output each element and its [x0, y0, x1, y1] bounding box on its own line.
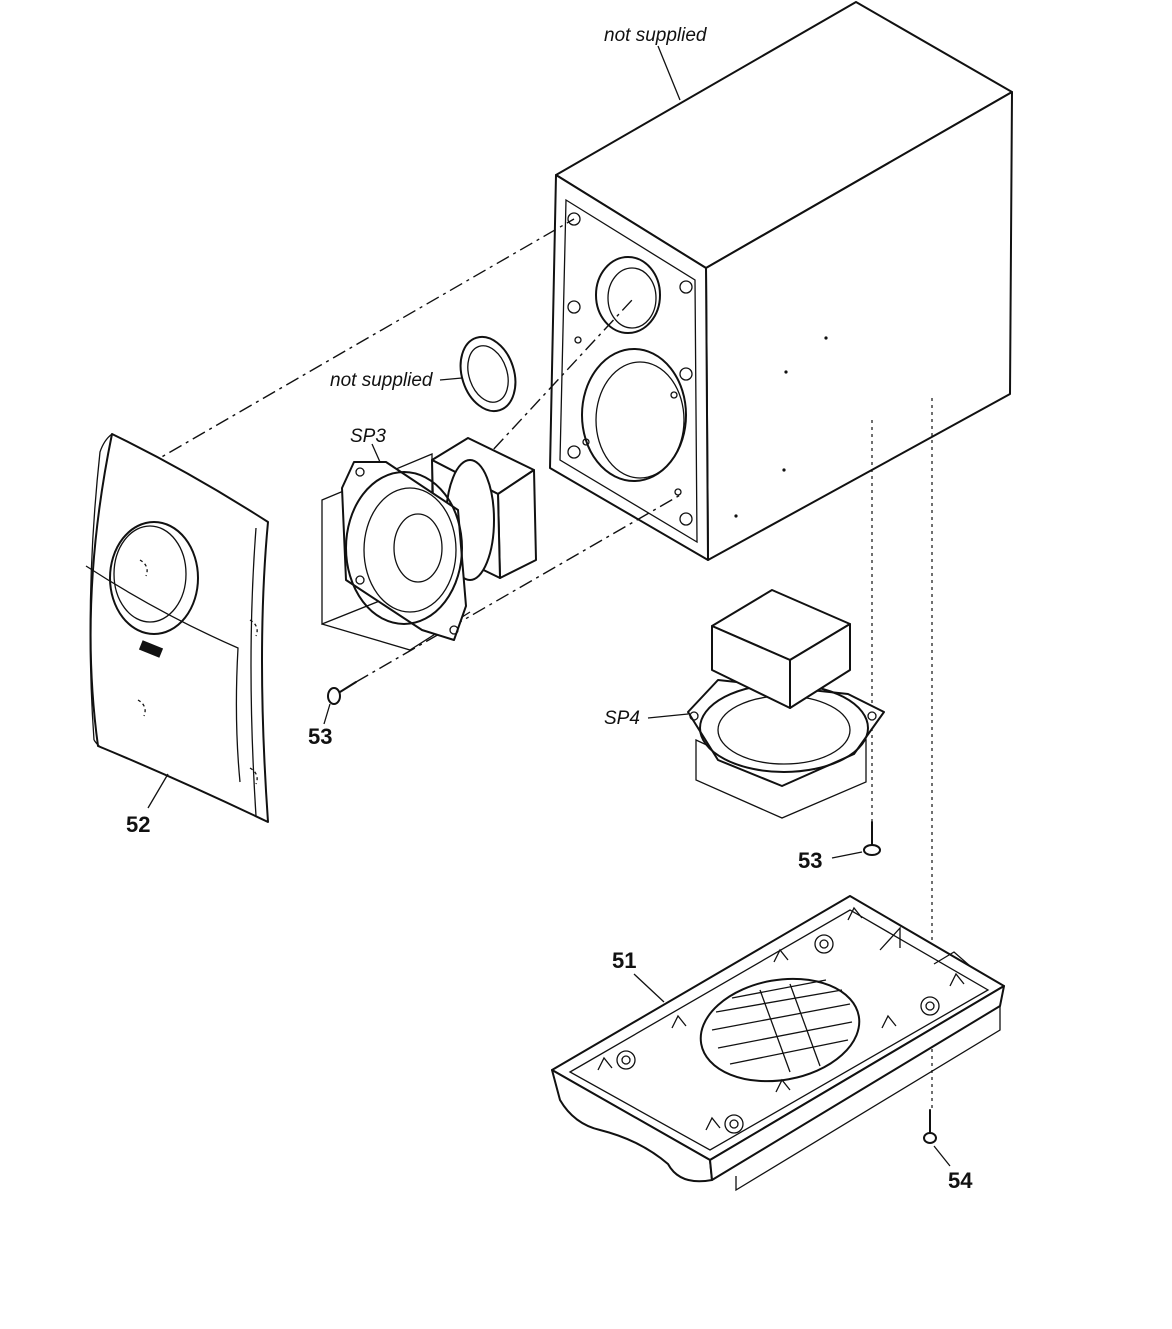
label-52: 52 — [126, 812, 150, 837]
label-54: 54 — [948, 1168, 973, 1193]
leader-53-left — [323, 703, 331, 725]
screw-icon — [863, 821, 881, 856]
speaker-cabinet — [549, 1, 1013, 561]
leader-not-supplied-ring — [439, 377, 463, 381]
label-not-supplied-ring: not supplied — [330, 370, 434, 391]
leader-51 — [633, 973, 665, 1003]
gasket-ring — [459, 335, 517, 413]
base-tray-icon — [551, 895, 1005, 1192]
sp4-subwoofer-icon — [687, 589, 885, 819]
leader-sp3 — [371, 443, 381, 463]
label-53-left: 53 — [308, 724, 332, 749]
screw-icon — [327, 681, 357, 705]
leader-sp4 — [647, 713, 689, 719]
screw-icon — [923, 1109, 937, 1144]
front-grille-icon — [85, 433, 269, 823]
label-53-right: 53 — [798, 848, 822, 873]
label-51: 51 — [612, 948, 636, 973]
leader-not-supplied-top — [657, 45, 681, 101]
label-sp4: SP4 — [604, 708, 640, 729]
label-sp3: SP3 — [350, 426, 386, 447]
leader-53-right — [831, 851, 863, 859]
leader-52 — [147, 773, 169, 809]
sp3-woofer-icon — [321, 437, 537, 651]
label-not-supplied-top: not supplied — [604, 25, 708, 46]
leader-54 — [933, 1145, 951, 1167]
